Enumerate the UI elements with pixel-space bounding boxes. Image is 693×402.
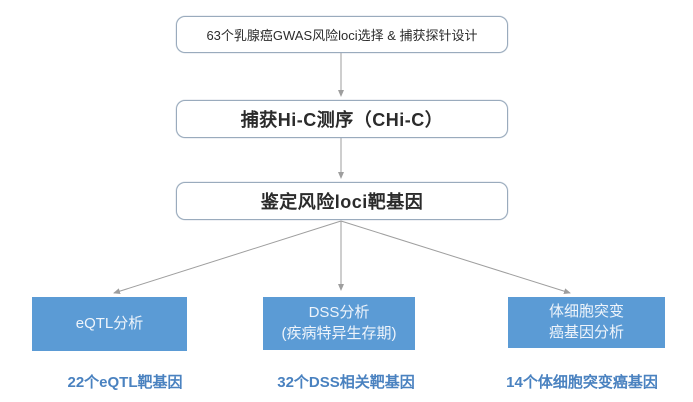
result-dss-count: 32个DSS相关靶基因	[277, 374, 415, 391]
step-target-gene-box: 鉴定风险loci靶基因	[176, 182, 508, 220]
branch-dss-label-line1: DSS分析	[308, 304, 370, 322]
branch-somatic-box: 体细胞突变 癌基因分析	[508, 297, 665, 348]
branch-somatic-label-line2: 癌基因分析	[548, 323, 624, 341]
step-capture-hic-label: 捕获Hi-C测序（CHi-C）	[240, 110, 444, 130]
result-eqtl-count: 22个eQTL靶基因	[67, 374, 183, 391]
step-probe-design-box: 63个乳腺癌GWAS风险loci选择 & 捕获探针设计	[176, 16, 508, 53]
step-capture-hic-box: 捕获Hi-C测序（CHi-C）	[176, 100, 508, 138]
branch-eqtl-label-line1: eQTL分析	[75, 314, 144, 332]
step-probe-design-label: 63个乳腺癌GWAS风险loci选择 & 捕获探针设计	[206, 28, 478, 43]
branch-eqtl-box: eQTL分析	[32, 297, 187, 351]
arrow-step3-somatic	[340, 220, 571, 295]
branch-dss-box: DSS分析 (疾病特异生存期)	[263, 297, 415, 350]
branch-somatic-label-line1: 体细胞突变	[548, 303, 624, 321]
step-target-gene-label: 鉴定风险loci靶基因	[260, 192, 424, 212]
branch-dss-label-line2: (疾病特异生存期)	[281, 324, 397, 342]
arrow-step3-eqtl	[113, 220, 342, 295]
result-somatic-count: 14个体细胞突变癌基因	[506, 374, 658, 391]
